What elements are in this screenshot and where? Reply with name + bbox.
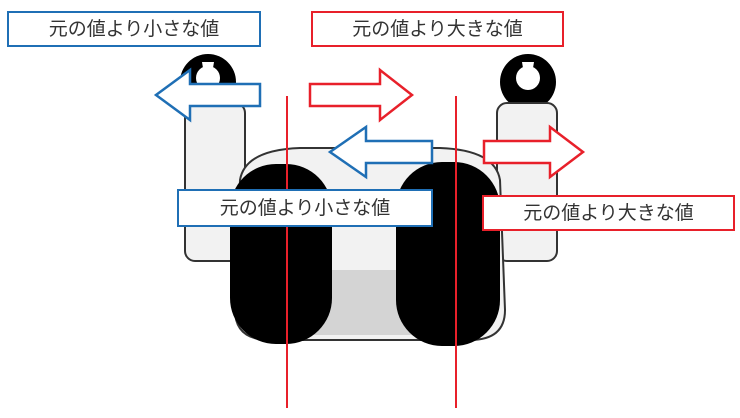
arrow-right-mid: [482, 124, 586, 180]
right-arm: [496, 102, 558, 262]
arrow-left-mid: [327, 124, 434, 180]
arrow-left-top: [153, 67, 262, 123]
right-claw: [500, 54, 556, 110]
arrow-right-top: [308, 67, 415, 123]
label-smaller-mid: 元の値より小さな値: [177, 189, 433, 227]
label-larger-mid: 元の値より大きな値: [482, 195, 735, 231]
label-larger-top: 元の値より大きな値: [311, 11, 564, 47]
label-smaller-top: 元の値より小さな値: [7, 11, 261, 47]
